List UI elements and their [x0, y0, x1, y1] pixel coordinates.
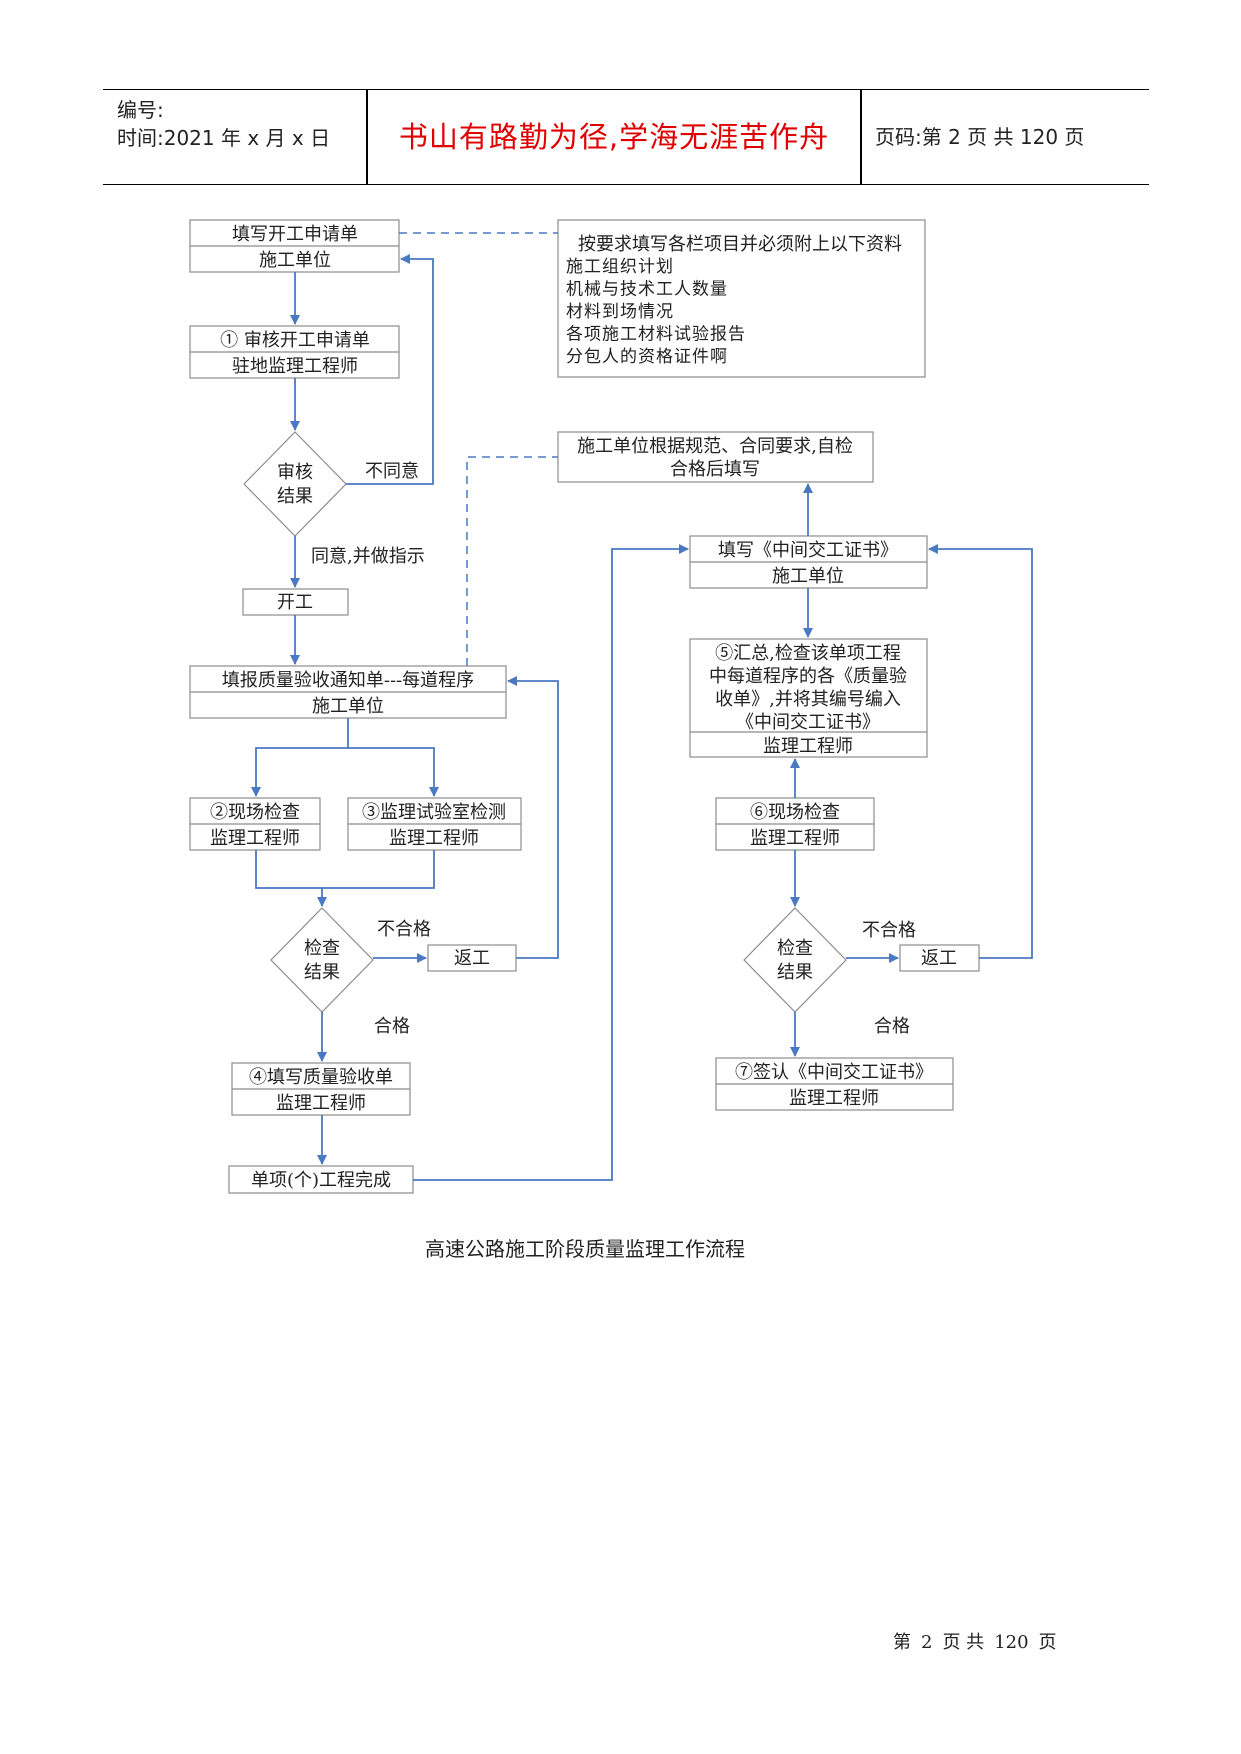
site-inspection-right-label: ⑥现场检查: [750, 802, 840, 823]
fill-certificate-label: 填写《中间交工证书》: [718, 540, 898, 561]
check-result-right-line1: 检查: [777, 938, 813, 959]
summary-line2: 中每道程序的各《质量验: [709, 666, 907, 687]
fail-right-label: 不合格: [862, 920, 916, 941]
disagree-label: 不同意: [365, 461, 419, 482]
footer-page-mid: 页 共: [942, 1632, 985, 1653]
self-check-line1: 施工单位根据规范、合同要求,自检: [577, 436, 853, 457]
self-check-line2: 合格后填写: [670, 459, 760, 480]
note-requirements-item: 机械与技术工人数量: [566, 280, 728, 300]
diamond-check-result-left: [270, 907, 374, 1013]
footer-page-word: 第: [893, 1632, 911, 1653]
review-result-line2: 结果: [277, 486, 313, 507]
arrow-rework-left: [507, 676, 559, 959]
box-start-work: [242, 588, 349, 616]
apply-start-label: 填写开工申请单: [232, 224, 358, 245]
box-rework-left: [427, 944, 517, 972]
footer-page-total: 120: [994, 1632, 1029, 1653]
single-complete-label: 单项(个)工程完成: [251, 1170, 391, 1191]
box-summary-check: [689, 638, 928, 758]
quality-notice-unit: 施工单位: [312, 696, 384, 717]
arrow-disagree: [346, 254, 434, 485]
arrow-to-certificate: [413, 544, 689, 1181]
header-divider: [366, 90, 368, 184]
pass-left-label: 合格: [374, 1016, 410, 1037]
note-requirements-item: 各项施工材料试验报告: [566, 325, 746, 345]
arrow-split: [251, 718, 349, 797]
site-inspection-right-role: 监理工程师: [750, 828, 840, 849]
note-requirements-item: 分包人的资格证件啊: [566, 347, 728, 367]
site-inspection-label: ②现场检查: [210, 802, 300, 823]
arrow-rework-right: [928, 544, 1033, 959]
summary-line4: 《中间交工证书》: [736, 712, 880, 733]
summary-line3: 收单》,并将其编号编入: [715, 689, 901, 710]
review-application-role: 驻地监理工程师: [232, 356, 358, 377]
diamond-check-result-right: [743, 907, 847, 1013]
footer-page-number: 2: [921, 1632, 933, 1653]
note-requirements: [557, 219, 926, 378]
time-label: 时间:2021 年 x 月 x 日: [117, 126, 331, 150]
check-result-left-line1: 检查: [304, 938, 340, 959]
fill-certificate-unit: 施工单位: [772, 566, 844, 587]
diamond-review-result: [243, 431, 347, 537]
quality-notice-label: 填报质量验收通知单---每道程序: [222, 670, 474, 691]
figure-caption: 高速公路施工阶段质量监理工作流程: [425, 1237, 745, 1261]
site-inspection-role: 监理工程师: [210, 828, 300, 849]
note-requirements-item: 材料到场情况: [566, 302, 674, 322]
rework-right-label: 返工: [921, 948, 957, 969]
check-result-right-line2: 结果: [777, 962, 813, 983]
pass-right-label: 合格: [874, 1016, 910, 1037]
note-requirements-title: 按要求填写各栏项目并必须附上以下资料: [578, 234, 902, 255]
agree-label: 同意,并做指示: [311, 546, 425, 567]
start-work-label: 开工: [277, 592, 313, 613]
lab-test-role: 监理工程师: [389, 828, 479, 849]
box-rework-right: [899, 944, 980, 972]
header-page-label: 页码:第 2 页 共 120 页: [875, 125, 1085, 149]
rework-left-label: 返工: [454, 948, 490, 969]
fill-acceptance-label: ④填写质量验收单: [249, 1067, 393, 1088]
number-label: 编号:: [117, 98, 164, 122]
review-result-line1: 审核: [277, 462, 313, 483]
note-self-check: [557, 431, 874, 483]
footer-page-end: 页: [1038, 1632, 1057, 1653]
header-divider: [860, 90, 862, 184]
fill-acceptance-role: 监理工程师: [276, 1093, 366, 1114]
dashed-link-note2: [466, 456, 558, 666]
arrow-merge: [255, 850, 435, 889]
header-table: 编号: 时间:2021 年 x 月 x 日 书山有路勤为径,学海无涯苦作舟 页码…: [103, 89, 1149, 185]
review-application-label: ① 审核开工申请单: [220, 330, 370, 351]
header-motto: 书山有路勤为径,学海无涯苦作舟: [398, 120, 830, 154]
header-left-cell: 编号: 时间:2021 年 x 月 x 日: [117, 96, 362, 152]
summary-line1: ⑤汇总,检查该单项工程: [715, 643, 901, 664]
arrow-split: [348, 747, 439, 797]
apply-start-unit: 施工单位: [259, 250, 331, 271]
summary-role: 监理工程师: [763, 736, 853, 757]
note-requirements-item: 施工组织计划: [566, 257, 674, 277]
lab-test-label: ③监理试验室检测: [362, 802, 506, 823]
fail-left-label: 不合格: [377, 919, 431, 940]
check-result-left-line2: 结果: [304, 962, 340, 983]
sign-certificate-label: ⑦签认《中间交工证书》: [735, 1062, 933, 1083]
sign-certificate-role: 监理工程师: [789, 1088, 879, 1109]
